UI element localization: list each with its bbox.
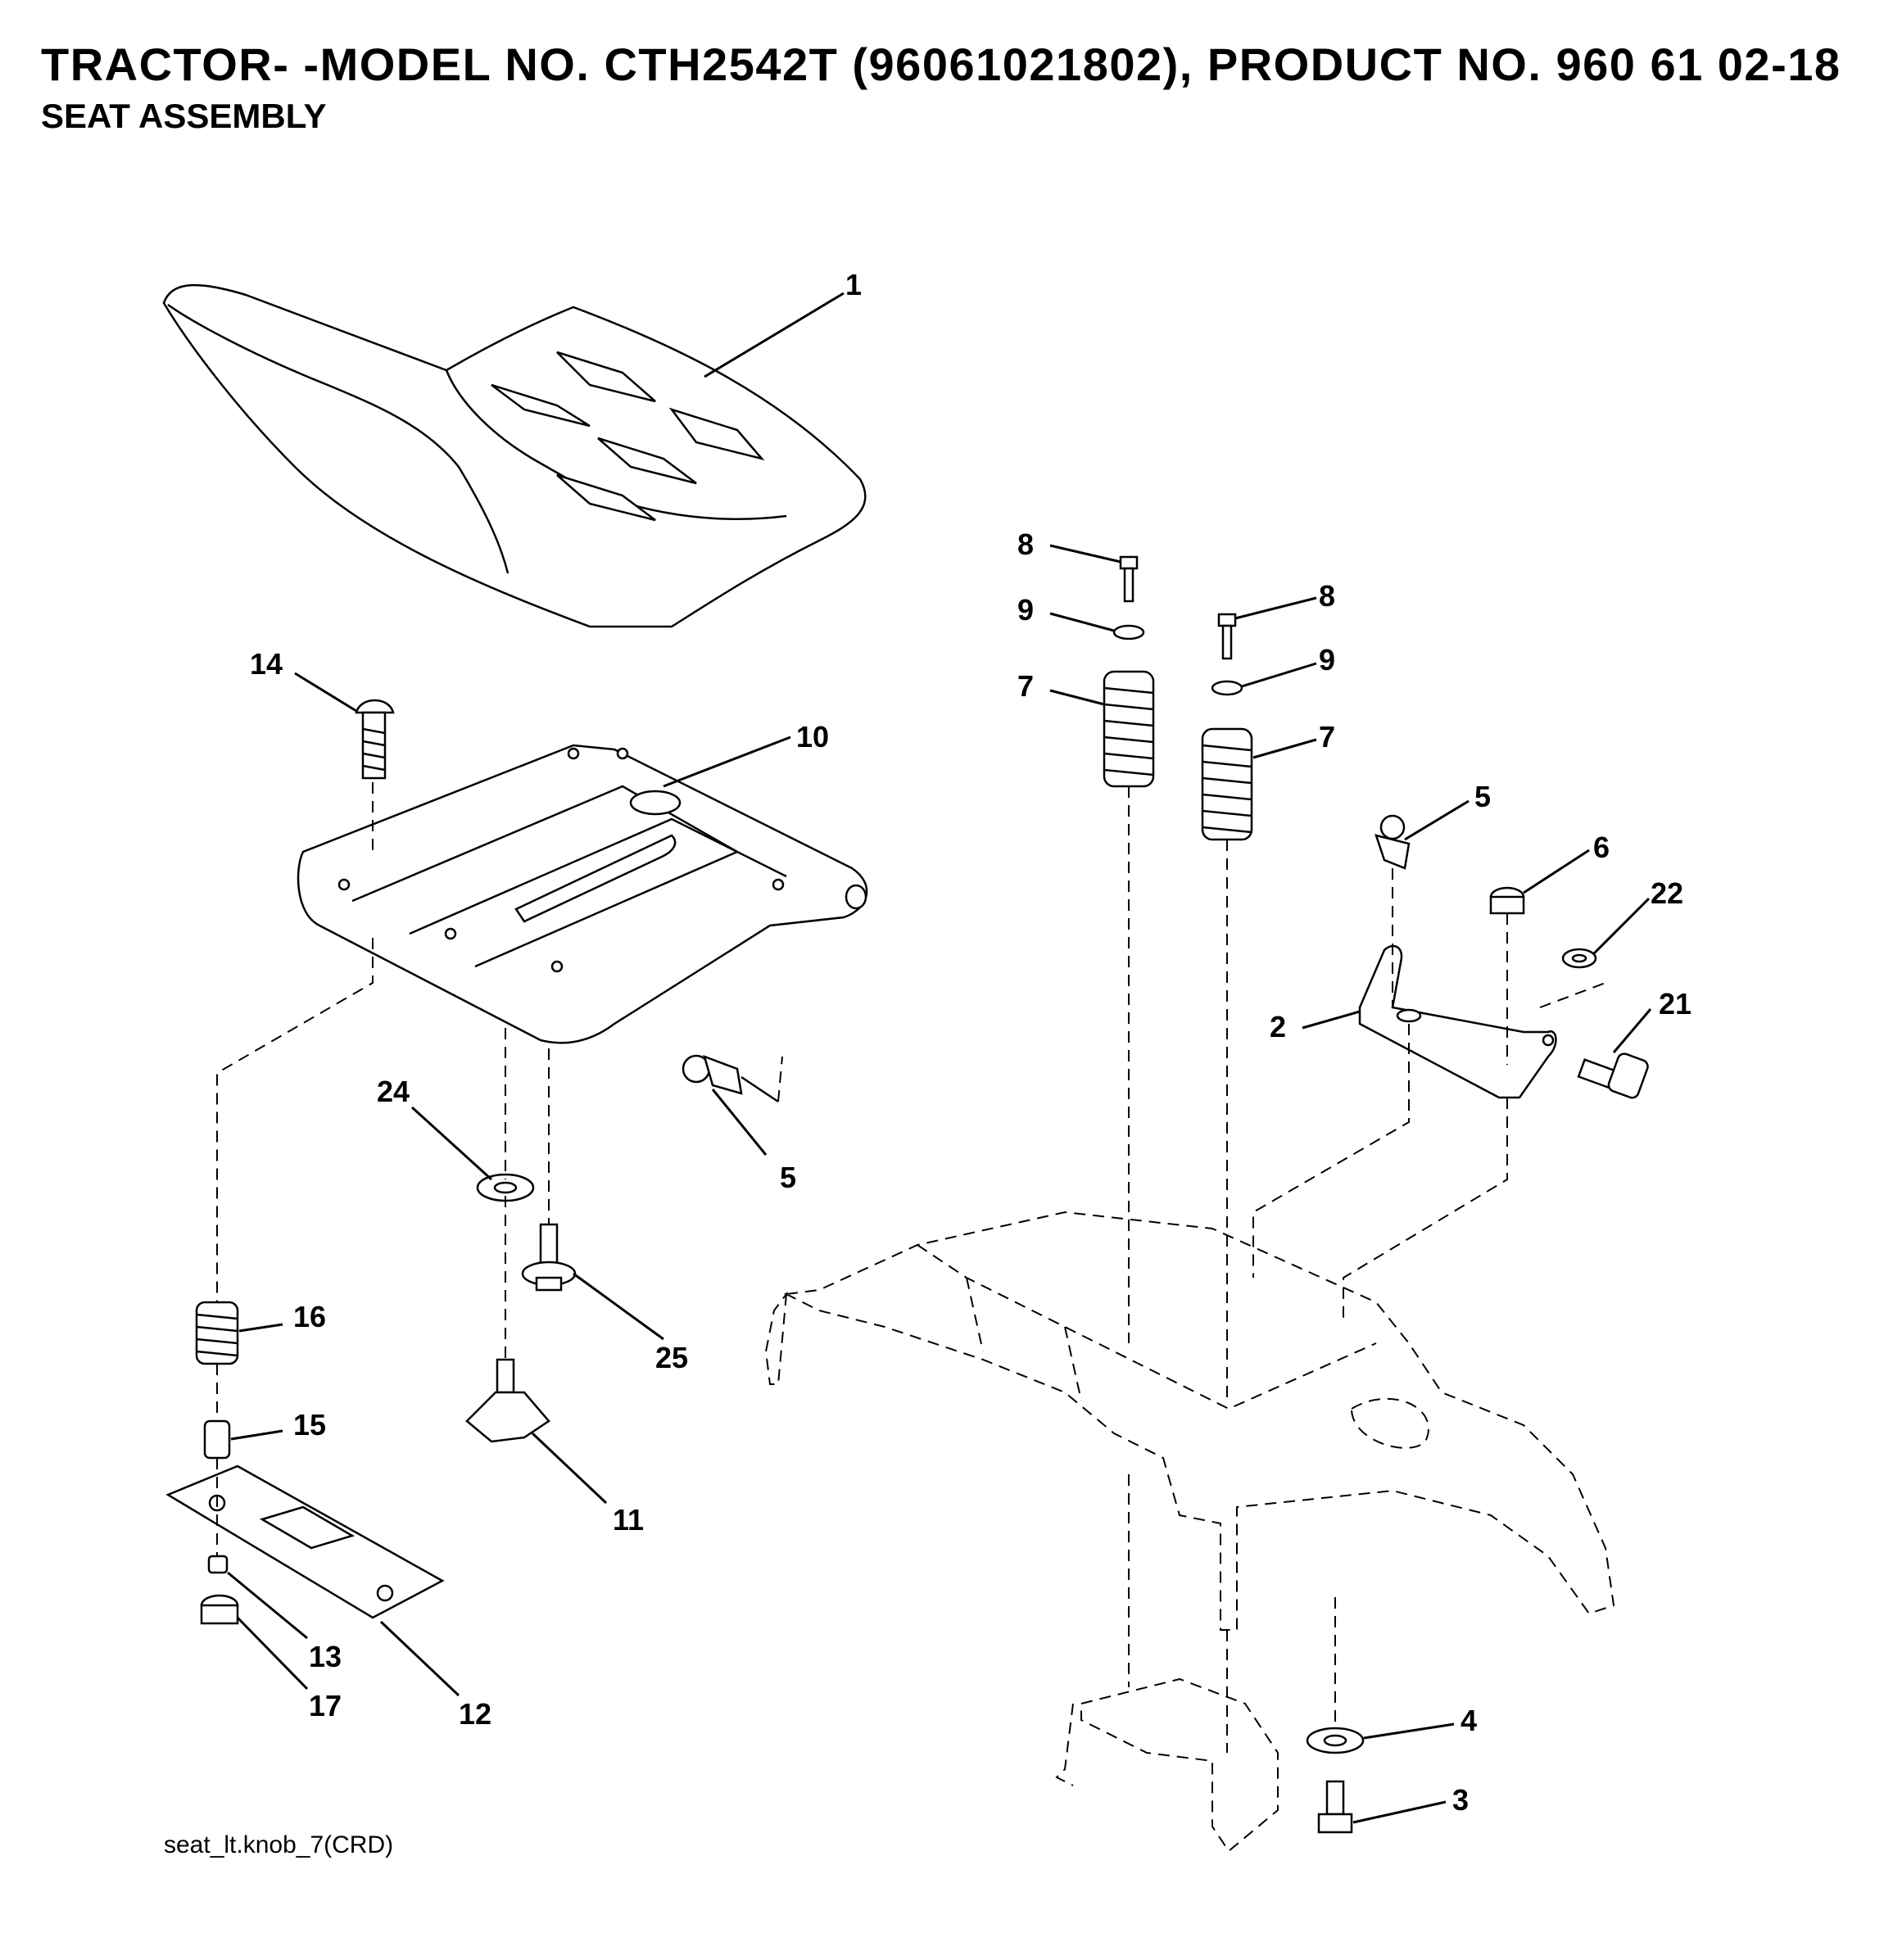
callout-c8b: 8: [1319, 579, 1335, 613]
shoulder-bolt-part: [521, 1223, 577, 1292]
leader-lines: [227, 292, 1652, 1824]
callout-c16: 16: [293, 1300, 326, 1333]
callout-c22: 22: [1651, 876, 1683, 910]
callout-c21: 21: [1659, 987, 1692, 1021]
carriage-bolt-part: [355, 699, 395, 780]
callout-c13: 13: [309, 1640, 342, 1673]
spring-16-part: [195, 1301, 239, 1365]
callout-c17: 17: [309, 1689, 342, 1722]
callout-c8a: 8: [1017, 527, 1034, 561]
wire-clip-right-part: [1375, 814, 1411, 870]
nut-22-part: [1561, 948, 1597, 969]
callout-c5b: 5: [1474, 780, 1491, 813]
washer-4-part: [1306, 1727, 1365, 1754]
nut-6-part: [1489, 886, 1525, 915]
bolt-21-part: [1577, 1052, 1649, 1099]
alignment-lines: [216, 782, 1606, 1753]
page-title: TRACTOR- -MODEL NO. CTH2542T (9606102180…: [41, 38, 1841, 90]
seat-part: [162, 283, 867, 628]
callout-c3: 3: [1452, 1783, 1469, 1817]
callout-c12: 12: [459, 1697, 491, 1731]
washer-9a-part: [1112, 624, 1145, 641]
callout-c1: 1: [845, 268, 862, 301]
nut-17-part: [200, 1594, 239, 1625]
callout-c2: 2: [1270, 1010, 1286, 1043]
spring-7b-part: [1201, 727, 1253, 841]
wire-clip-left-part: [682, 1054, 779, 1103]
knob-part: [465, 1358, 550, 1443]
bolt-8b-part: [1217, 613, 1237, 660]
diagram-code: seat_lt.knob_7(CRD): [164, 1831, 394, 1858]
nut-13-part: [207, 1555, 229, 1574]
callout-c7b: 7: [1319, 720, 1335, 754]
bracket-part: [1358, 944, 1557, 1099]
callout-c7a: 7: [1017, 669, 1034, 703]
callout-c6: 6: [1593, 831, 1610, 864]
callout-c25: 25: [655, 1341, 688, 1374]
bolt-8a-part: [1119, 555, 1139, 603]
washer-9b-part: [1211, 680, 1243, 696]
bolt-3-part: [1317, 1780, 1353, 1834]
callout-c10: 10: [796, 720, 829, 754]
seat-pan-part: [297, 744, 868, 1044]
callout-c4: 4: [1461, 1704, 1477, 1737]
callout-c24: 24: [377, 1075, 410, 1108]
spacer-15-part: [203, 1419, 231, 1460]
tractor-frame-ghost: [764, 1211, 1615, 1853]
callout-labels: 1 14 10 24 5 25 16 15 11 13 17 12 8 9 7 …: [250, 268, 1692, 1817]
slide-rail-part: [165, 1464, 445, 1619]
callout-c11: 11: [613, 1503, 644, 1537]
spring-7a-part: [1103, 670, 1155, 788]
callout-c9b: 9: [1319, 643, 1335, 677]
page-subtitle: SEAT ASSEMBLY: [41, 97, 327, 135]
callout-c15: 15: [293, 1408, 326, 1442]
callout-c9a: 9: [1017, 593, 1034, 627]
callout-c5a: 5: [780, 1161, 796, 1194]
callout-c14: 14: [250, 647, 283, 681]
